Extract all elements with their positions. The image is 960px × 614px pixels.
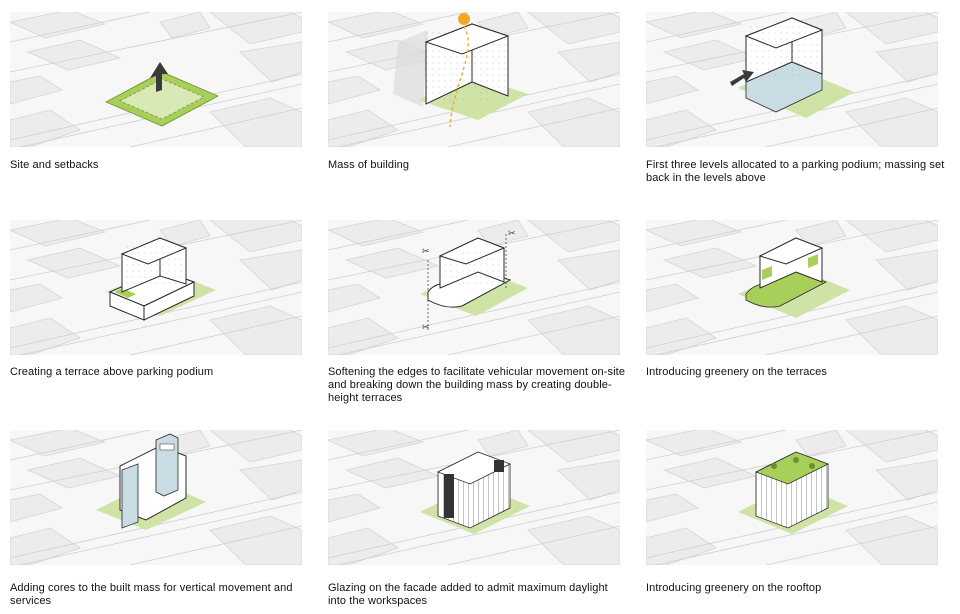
up-arrow-icon [150, 62, 168, 92]
caption-2: Mass of building [328, 159, 410, 171]
panel-9: Introducing greenery on the rooftop [646, 430, 952, 594]
panel-1: Site and setbacks [10, 12, 316, 171]
caption-1: Site and setbacks [10, 159, 99, 171]
diagram-rooftop-greenery [646, 430, 938, 565]
panel-7: Adding cores to the built mass for verti… [10, 430, 316, 607]
diagram-mass-of-building [328, 12, 620, 147]
caption-9: Introducing greenery on the rooftop [646, 582, 822, 594]
panel-3: First three levels allocated to a parkin… [646, 12, 952, 184]
diagram-softened-edges: ✂ ✂ ✂ [328, 220, 620, 355]
scissors-icon: ✂ [422, 246, 430, 256]
diagram-parking-podium [646, 12, 938, 147]
sun-icon [458, 13, 470, 25]
panel-2: Mass of building [328, 12, 634, 171]
panel-5: ✂ ✂ ✂ Softening the edges to facilitate … [328, 220, 634, 404]
caption-5: Softening the edges to facilitate vehicu… [328, 366, 626, 404]
caption-7: Adding cores to the built mass for verti… [10, 582, 293, 607]
diagram-terrace-greenery [646, 220, 938, 355]
scissors-icon: ✂ [422, 322, 430, 332]
diagram-cores [10, 430, 302, 565]
panel-8: Glazing on the facade added to admit max… [328, 430, 634, 607]
diagram-glazing [328, 430, 620, 565]
caption-4: Creating a terrace above parking podium [10, 366, 214, 378]
diagram-terrace [10, 220, 302, 355]
diagram-site-setbacks [10, 12, 302, 147]
arrow-icon [730, 70, 754, 86]
caption-6: Introducing greenery on the terraces [646, 366, 827, 378]
caption-8: Glazing on the facade added to admit max… [328, 582, 608, 607]
panel-6: Introducing greenery on the terraces [646, 220, 952, 378]
caption-3: First three levels allocated to a parkin… [646, 159, 945, 184]
panel-4: Creating a terrace above parking podium [10, 220, 316, 378]
scissors-icon: ✂ [508, 228, 516, 238]
